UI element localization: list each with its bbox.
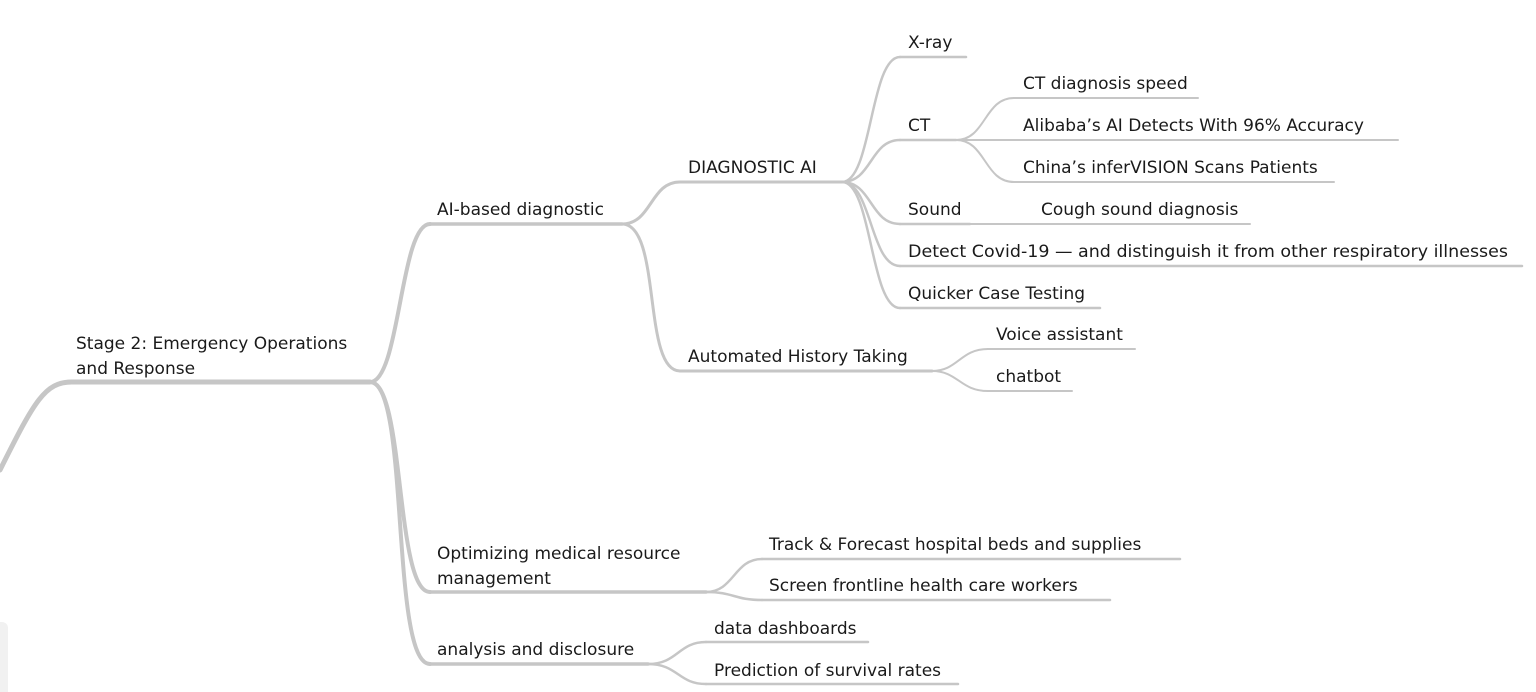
connector-diagnostic-ai [620,180,682,226]
panel-edge-tab [0,622,8,692]
connector-sound [840,180,902,226]
topic-screen-workers[interactable]: Screen frontline health care workers [769,576,1078,596]
topic-alibaba-ai[interactable]: Alibaba’s AI Detects With 96% Accuracy [1023,116,1364,136]
connector-history [620,222,682,373]
topic-ct-diagnosis-speed[interactable]: CT diagnosis speed [1023,74,1188,94]
connector-ct [840,138,902,184]
root-topic[interactable]: Stage 2: Emergency Operations and Respon… [76,334,353,379]
connector-root-analysis [368,380,432,666]
connector-infervision [955,139,1015,183]
topic-ai-based-diagnostic[interactable]: AI-based diagnostic [437,200,604,220]
topic-ct[interactable]: CT [908,116,931,136]
topic-xray[interactable]: X-ray [908,33,952,53]
root-topic-line-2: and Response [76,359,195,379]
topic-automated-history-taking[interactable]: Automated History Taking [688,347,908,367]
topic-analysis-disclosure[interactable]: analysis and disclosure [437,640,634,660]
connector-dashboards [646,640,708,666]
topic-chatbot[interactable]: chatbot [996,367,1061,387]
topic-optimizing-line-1: Optimizing medical resource [437,544,680,564]
root-topic-line-1: Stage 2: Emergency Operations [76,334,347,354]
topic-optimizing-line-2: management [437,569,551,589]
topic-detect-covid[interactable]: Detect Covid-19 — and distinguish it fro… [908,242,1508,262]
topic-quicker-case-testing[interactable]: Quicker Case Testing [908,284,1085,304]
connector-xray [840,55,902,184]
topic-data-dashboards[interactable]: data dashboards [714,619,857,639]
topic-survival-prediction[interactable]: Prediction of survival rates [714,661,941,681]
topic-infervision[interactable]: China’s inferVISION Scans Patients [1023,158,1318,178]
connector-track [704,557,764,594]
topic-optimizing-resources[interactable]: Optimizing medical resource management [437,544,686,589]
topic-sound[interactable]: Sound [908,200,962,220]
connector-chatbot [931,370,989,392]
connector-quicker [840,180,902,310]
connector-root-optimizing [368,380,432,594]
topic-track-forecast[interactable]: Track & Forecast hospital beds and suppl… [768,535,1141,555]
connector-detect [840,180,902,268]
topic-voice-assistant[interactable]: Voice assistant [996,325,1123,345]
connector-screen [704,590,764,602]
connector-voice [931,348,989,372]
root-stem-connector [0,379,75,473]
topic-diagnostic-ai[interactable]: DIAGNOSTIC AI [688,158,817,178]
topic-cough-sound-diagnosis[interactable]: Cough sound diagnosis [1041,200,1238,220]
connector-survival [646,662,708,686]
connector-root-ai-diagnostic [368,222,432,384]
connector-ct-speed [955,97,1015,141]
